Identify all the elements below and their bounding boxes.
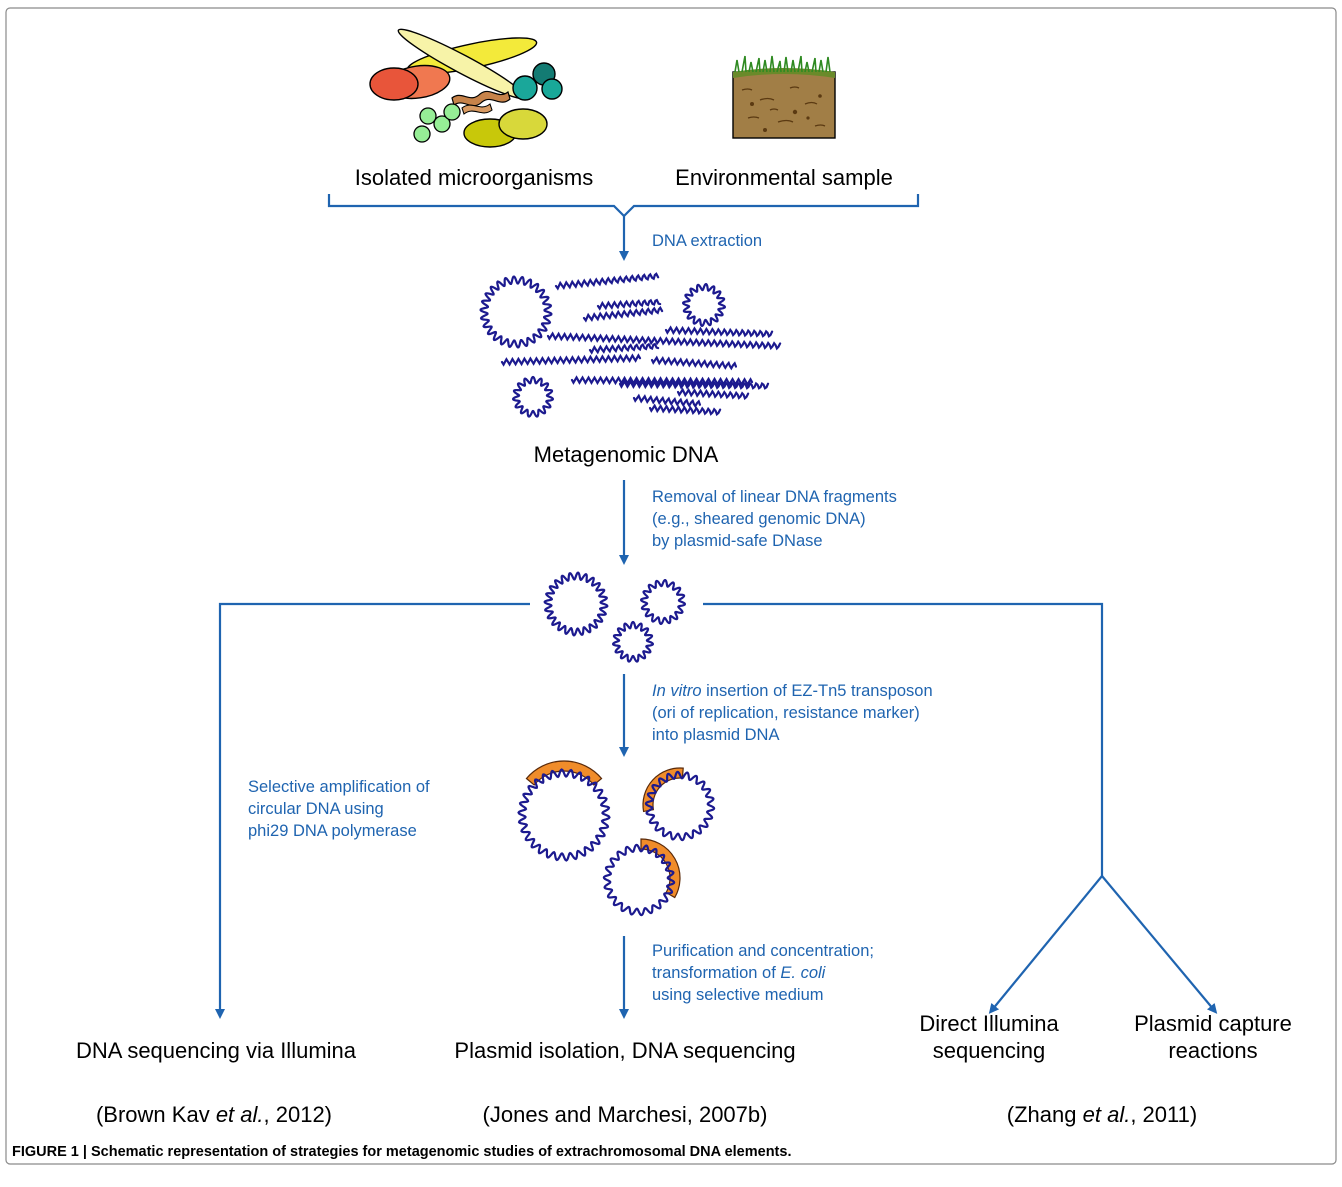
step-removal-line2: (e.g., sheared genomic DNA) bbox=[652, 510, 866, 528]
step-dna-extraction: DNA extraction bbox=[652, 232, 762, 250]
linear-dna-fragment bbox=[588, 342, 660, 355]
source-bracket bbox=[327, 194, 920, 218]
step-insertion-line1: In vitro insertion of EZ-Tn5 transposon bbox=[652, 682, 933, 700]
reference-right-start: (Zhang bbox=[1007, 1102, 1083, 1127]
metagenomic-dna-label: Metagenomic DNA bbox=[534, 442, 719, 467]
transposon-segment bbox=[525, 760, 603, 786]
outcome-left-label: DNA sequencing via Illumina bbox=[76, 1038, 357, 1063]
step-purification-italic: E. coli bbox=[780, 964, 826, 982]
step-purification-start: transformation of bbox=[652, 964, 780, 982]
plasmid-circle-large bbox=[479, 275, 553, 349]
linear-dna-fragment bbox=[618, 379, 770, 390]
plasmid-circle-tn-medium bbox=[644, 770, 716, 842]
linear-dna-fragment bbox=[570, 375, 754, 387]
reference-left-italic: et al. bbox=[216, 1102, 264, 1127]
source-label-environmental: Environmental sample bbox=[675, 165, 893, 190]
plasmid-circle-tn-large bbox=[517, 768, 611, 862]
reference-right-italic: et al. bbox=[1083, 1102, 1131, 1127]
step-insertion-italic: In vitro bbox=[652, 682, 702, 700]
plasmid-circle-small bbox=[682, 283, 726, 327]
plasmid-circle-large bbox=[543, 571, 609, 637]
plasmid-circle-small bbox=[640, 579, 686, 625]
linear-dna-fragment bbox=[676, 387, 750, 401]
outcome-right-b-line1: Plasmid capture bbox=[1134, 1011, 1292, 1036]
source-label-microorganisms: Isolated microorganisms bbox=[355, 165, 593, 190]
branch-left bbox=[215, 602, 530, 1019]
reference-left-end: , 2012) bbox=[264, 1102, 333, 1127]
outcome-right-a-line1: Direct Illumina bbox=[919, 1011, 1059, 1036]
linear-dna-fragment bbox=[554, 272, 660, 291]
reference-center: (Jones and Marchesi, 2007b) bbox=[483, 1102, 768, 1127]
reference-left-start: (Brown Kav bbox=[96, 1102, 216, 1127]
linear-dna-fragment bbox=[650, 355, 738, 371]
linear-dna-fragment bbox=[596, 298, 662, 311]
step-purification-line1: Purification and concentration; bbox=[652, 942, 874, 960]
plasmid-circle-small bbox=[611, 620, 655, 663]
plasmid-circles bbox=[543, 571, 686, 663]
linear-dna-fragment bbox=[664, 325, 774, 339]
step-insertion-line3: into plasmid DNA bbox=[652, 726, 779, 744]
step-removal-line3: by plasmid-safe DNase bbox=[652, 532, 823, 550]
step-purification-line2: transformation of E. coli bbox=[652, 964, 827, 982]
step-insertion-line2: (ori of replication, resistance marker) bbox=[652, 704, 920, 722]
reference-right: (Zhang et al., 2011) bbox=[1007, 1102, 1197, 1127]
branch-right bbox=[703, 602, 1104, 876]
linear-dna-fragment bbox=[632, 393, 702, 409]
reference-right-end: , 2011) bbox=[1130, 1102, 1197, 1127]
soil-sample-icon bbox=[732, 55, 836, 139]
transposon-plasmids bbox=[517, 760, 716, 917]
step-amplification-line1: Selective amplification of bbox=[248, 778, 430, 796]
outcome-right-a-line2: sequencing bbox=[933, 1038, 1046, 1063]
plasmid-circle-tn-small bbox=[602, 843, 676, 917]
figure-frame bbox=[5, 7, 1337, 1165]
figure-caption: FIGURE 1 | Schematic representation of s… bbox=[12, 1144, 791, 1160]
step-amplification-line3: phi29 DNA polymerase bbox=[248, 822, 417, 840]
linear-dna-fragment bbox=[648, 403, 722, 417]
microorganisms-icon bbox=[369, 28, 563, 148]
branch-right-left-arm bbox=[988, 875, 1103, 1014]
step-removal-line1: Removal of linear DNA fragments bbox=[652, 488, 897, 506]
metagenomic-dna-illustration bbox=[479, 272, 782, 418]
step-insertion-rest: insertion of EZ-Tn5 transposon bbox=[702, 682, 933, 700]
step-amplification-line2: circular DNA using bbox=[248, 800, 384, 818]
branch-right-right-arm bbox=[1101, 875, 1218, 1014]
linear-dna-fragment bbox=[500, 353, 642, 367]
outcome-center-label: Plasmid isolation, DNA sequencing bbox=[454, 1038, 795, 1063]
reference-left: (Brown Kav et al., 2012) bbox=[96, 1102, 332, 1127]
linear-dna-fragment bbox=[582, 305, 664, 323]
plasmid-circle-small bbox=[511, 375, 555, 418]
step-purification-line3: using selective medium bbox=[652, 986, 824, 1004]
transposon-segment bbox=[640, 838, 681, 899]
linear-dna-fragment bbox=[546, 331, 782, 351]
outcome-right-b-line2: reactions bbox=[1168, 1038, 1257, 1063]
